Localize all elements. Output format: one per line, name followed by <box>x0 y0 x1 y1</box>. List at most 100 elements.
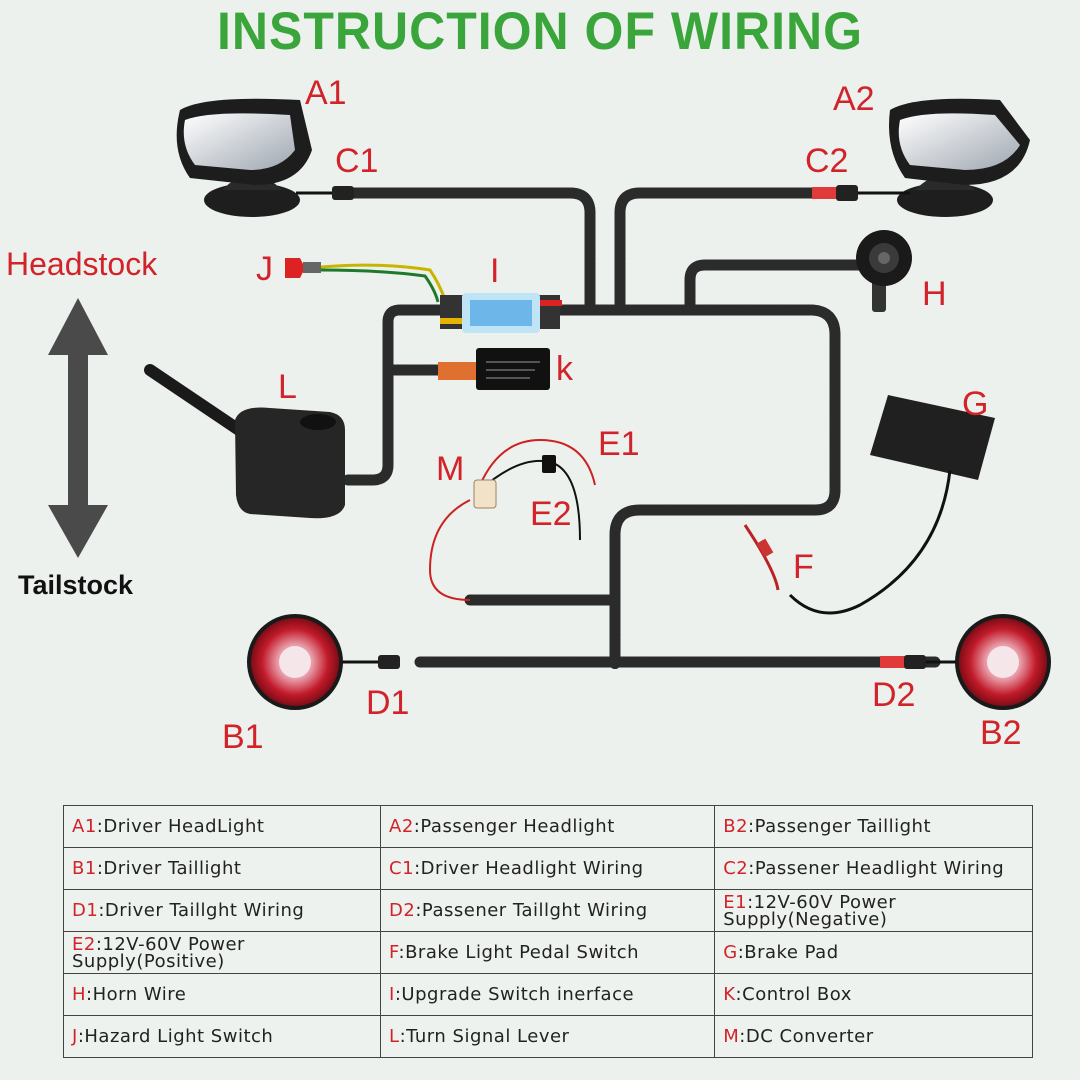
legend-description: Brake Pad <box>744 942 839 963</box>
page-title: INSTRUCTION OF WIRING <box>217 1 863 61</box>
turn-signal-lever-icon <box>144 364 345 519</box>
legend-key: D2 <box>389 900 416 921</box>
legend-key: D1 <box>72 900 99 921</box>
legend-key: K <box>723 984 736 1005</box>
legend-separator: : <box>96 858 104 879</box>
legend-cell: A1:Driver HeadLight <box>62 805 382 848</box>
driver-headlight-connector-icon <box>296 186 354 200</box>
label-d1: D1 <box>366 684 409 722</box>
legend-description: Horn Wire <box>92 984 187 1005</box>
label-f: F <box>793 548 814 586</box>
label-a2: A2 <box>833 80 875 118</box>
legend-description: Driver HeadLight <box>103 816 265 837</box>
label-l: L <box>278 368 297 406</box>
tailstock-label: Tailstock <box>18 570 134 600</box>
legend-description: Passener Taillght Wiring <box>421 900 648 921</box>
legend-description: Upgrade Switch inerface <box>401 984 635 1005</box>
legend-description: Hazard Light Switch <box>84 1026 274 1047</box>
label-b2: B2 <box>980 714 1022 752</box>
legend-row: E2:12V-60V Power Supply(Positive)F:Brake… <box>62 931 1033 974</box>
passenger-headlight-icon <box>889 98 1030 217</box>
hazard-switch-icon <box>285 258 447 303</box>
direction-arrow-icon <box>48 298 108 558</box>
legend-description: Driver Taillight <box>103 858 242 879</box>
legend-key: B2 <box>723 816 749 837</box>
legend-key: H <box>72 984 87 1005</box>
legend-description: Driver Taillght Wiring <box>104 900 305 921</box>
legend-key: G <box>723 942 738 963</box>
driver-taillight-icon <box>247 614 343 710</box>
passenger-taillight-icon <box>955 614 1051 710</box>
legend-separator: : <box>748 816 755 837</box>
legend-key: M <box>723 1026 740 1047</box>
legend-description: Turn Signal Lever <box>406 1026 570 1047</box>
legend-separator: : <box>415 900 422 921</box>
driver-headlight-icon <box>176 98 312 217</box>
label-k: k <box>556 350 574 388</box>
control-box-icon <box>438 348 550 390</box>
legend-cell: E2:12V-60V Power Supply(Positive) <box>62 931 382 974</box>
legend-description: Passener Headlight Wiring <box>754 858 1005 879</box>
legend-key: I <box>389 984 395 1005</box>
legend-key: F <box>389 942 399 963</box>
legend-cell: C2:Passener Headlight Wiring <box>714 847 1033 890</box>
wire-harness <box>339 187 941 671</box>
legend-key: C1 <box>389 858 415 879</box>
label-j: J <box>256 250 273 288</box>
legend-cell: H:Horn Wire <box>62 973 382 1016</box>
legend-cell: C1:Driver Headlight Wiring <box>380 847 716 890</box>
label-c1: C1 <box>335 142 378 180</box>
dc-converter-icon <box>428 438 596 601</box>
legend-separator: : <box>77 1026 85 1047</box>
legend-key: A2 <box>389 816 414 837</box>
legend-cell: G:Brake Pad <box>714 931 1033 974</box>
driver-taillight-connector-icon <box>342 655 400 669</box>
label-m: M <box>436 450 464 488</box>
legend-key: E2 <box>72 933 96 955</box>
legend-separator: : <box>96 816 104 837</box>
legend-separator: : <box>398 942 406 963</box>
legend-description: 12V-60V Power Supply(Negative) <box>723 891 897 930</box>
legend-description: Driver Headlight Wiring <box>420 858 644 879</box>
label-g: G <box>962 385 988 423</box>
label-h: H <box>922 275 947 313</box>
label-e2: E2 <box>530 495 572 533</box>
legend-separator: : <box>399 1026 407 1047</box>
legend-separator: : <box>748 858 755 879</box>
legend-cell: B1:Driver Taillight <box>62 847 382 890</box>
brake-pedal-switch-icon <box>743 524 780 591</box>
legend-key: A1 <box>72 816 97 837</box>
legend-cell: B2:Passenger Taillight <box>714 805 1033 848</box>
legend-cell: K:Control Box <box>714 973 1033 1016</box>
legend-key: B1 <box>72 858 97 879</box>
brake-pad-icon <box>788 395 995 615</box>
label-i: I <box>490 252 499 290</box>
switch-interface-icon <box>440 293 562 333</box>
legend-cell: L:Turn Signal Lever <box>380 1015 716 1058</box>
legend-separator: : <box>95 933 103 955</box>
legend-cell: D1:Driver Taillght Wiring <box>62 889 382 932</box>
legend-description: Passenger Headlight <box>420 816 615 837</box>
legend-separator: : <box>735 984 743 1005</box>
legend-cell: M:DC Converter <box>714 1015 1033 1058</box>
legend-cell: I:Upgrade Switch inerface <box>380 973 716 1016</box>
label-d2: D2 <box>872 676 915 714</box>
legend-key: J <box>72 1026 78 1047</box>
legend-cell: E1:12V-60V Power Supply(Negative) <box>714 889 1033 932</box>
legend-cell: D2:Passener Taillght Wiring <box>380 889 716 932</box>
headstock-label: Headstock <box>6 246 158 282</box>
legend-key: E1 <box>723 891 748 913</box>
legend-separator: : <box>737 942 745 963</box>
legend-separator: : <box>86 984 93 1005</box>
legend-separator: : <box>394 984 402 1005</box>
label-c2: C2 <box>805 142 848 180</box>
legend-separator: : <box>739 1026 746 1047</box>
legend-description: DC Converter <box>745 1026 874 1047</box>
passenger-headlight-connector-icon <box>812 185 910 201</box>
